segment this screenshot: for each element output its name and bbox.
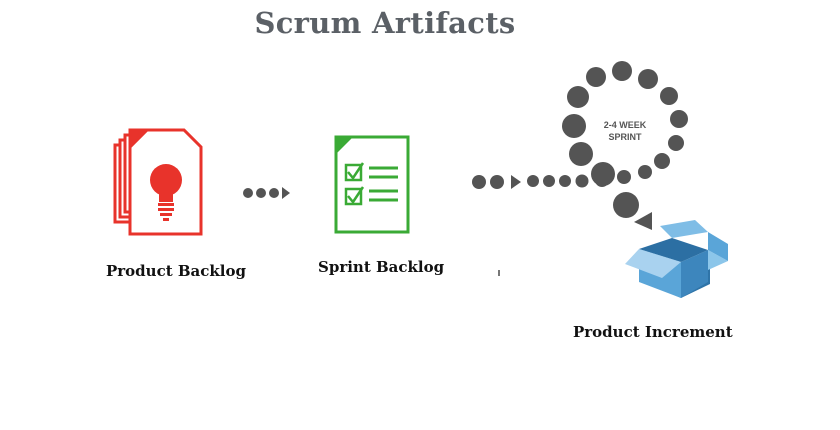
sprint-label: SPRINT xyxy=(608,132,642,142)
sprint-backlog-label: Sprint Backlog xyxy=(318,258,445,276)
sprint-cycle-dots xyxy=(527,61,688,230)
arrow-sprint-to-cycle xyxy=(472,175,521,189)
checklist-document-icon xyxy=(334,135,410,234)
page-title: Scrum Artifacts xyxy=(254,6,516,40)
open-box-icon xyxy=(625,220,728,298)
product-increment-label: Product Increment xyxy=(573,323,733,341)
product-backlog-label: Product Backlog xyxy=(106,262,246,280)
arrow-backlog-to-sprint xyxy=(243,187,290,199)
sprint-duration-label: 2-4 WEEK xyxy=(604,120,647,130)
stray-mark xyxy=(498,270,500,276)
lightbulb-document-stack-icon xyxy=(113,128,203,236)
